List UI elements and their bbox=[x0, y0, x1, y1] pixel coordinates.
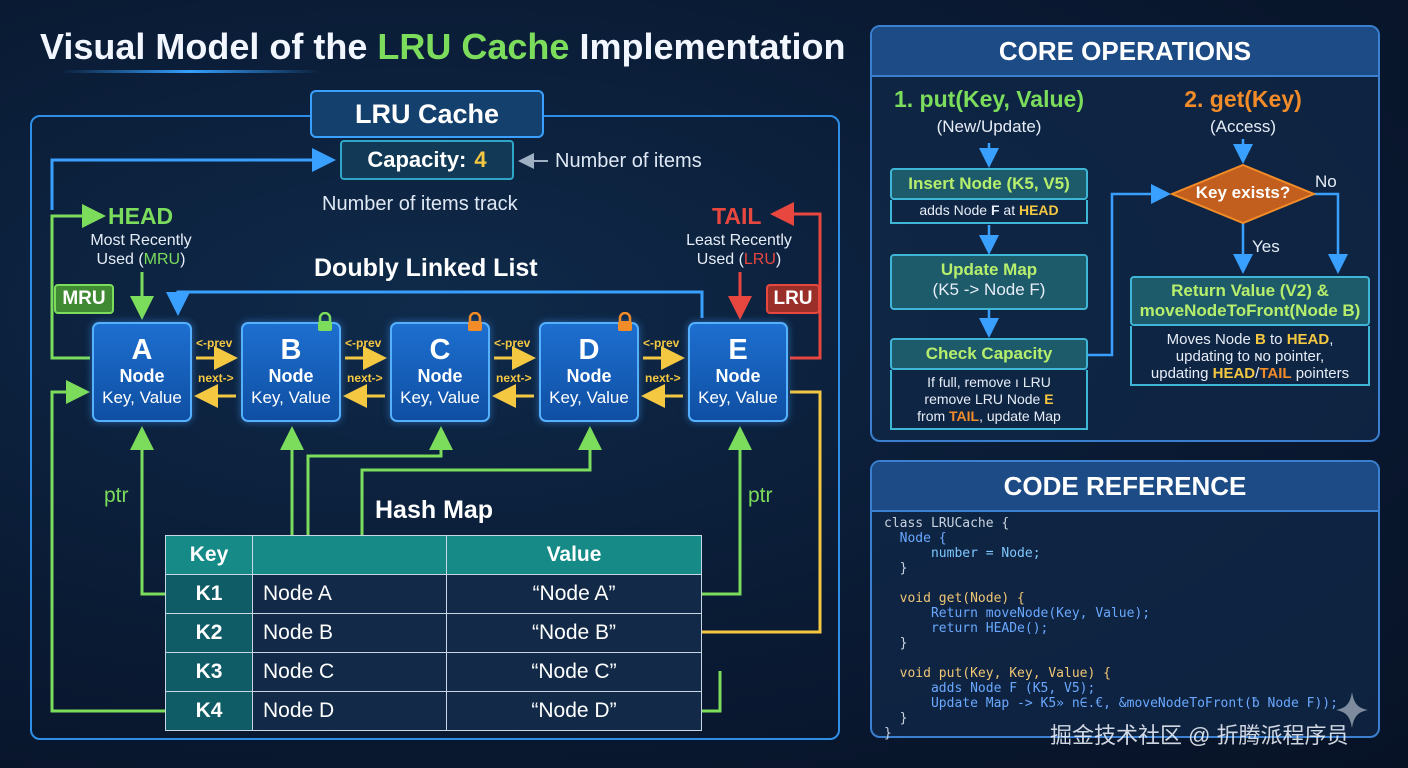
column-header bbox=[252, 535, 447, 575]
lock-icon bbox=[468, 312, 482, 331]
code-reference-panel: CODE REFERENCE bbox=[870, 460, 1380, 738]
lock-icon bbox=[618, 312, 632, 331]
get-subtitle: (Access) bbox=[1209, 117, 1277, 136]
hashmap-title: Hash Map bbox=[375, 496, 494, 524]
node-cell: Node C bbox=[252, 652, 447, 692]
ptr-label-left: ptr bbox=[104, 484, 129, 507]
code-line: Update Map -> K5» n∈.€, &moveNodeToFront… bbox=[884, 696, 1338, 711]
title-underline bbox=[60, 70, 320, 73]
code-line: return HEADe(); bbox=[884, 621, 1049, 636]
prev-label: <-prev bbox=[196, 336, 233, 350]
next-label: next-> bbox=[496, 371, 532, 385]
decision-no: No bbox=[1315, 172, 1337, 191]
next-label: next-> bbox=[198, 371, 234, 385]
code-line: } bbox=[884, 726, 892, 741]
code-line: adds Node F (K5, V5); bbox=[884, 681, 1096, 696]
capacity-note: Number of items bbox=[555, 150, 702, 172]
decision-diamond bbox=[1169, 163, 1317, 225]
node-cell: Node D bbox=[252, 691, 447, 731]
code-line: Node { bbox=[884, 531, 947, 546]
track-note: Number of items track bbox=[322, 193, 518, 215]
put-title: 1. put(Key, Value) bbox=[893, 86, 1084, 112]
code-line: number = Node; bbox=[884, 546, 1041, 561]
key-cell: K3 bbox=[165, 652, 253, 692]
code-line: void put(Key, Key, Value) { bbox=[884, 666, 1111, 681]
value-cell: “Node A” bbox=[446, 574, 702, 614]
code-line: } bbox=[884, 561, 908, 576]
dll-title: Doubly Linked List bbox=[314, 254, 538, 282]
return-value-desc: Moves Node B to HEAD, updating to ɴo poi… bbox=[1130, 326, 1370, 386]
table-header-row: Key Value bbox=[165, 535, 702, 575]
head-desc: Most Recently Used (MRU) bbox=[90, 232, 192, 268]
capacity-arrow bbox=[50, 148, 336, 210]
column-header: Value bbox=[446, 535, 702, 575]
page-title: Visual Model of the LRU Cache Implementa… bbox=[40, 26, 846, 67]
insert-node-desc: adds Node F at HEAD bbox=[890, 200, 1088, 224]
tail-to-head-arrow bbox=[166, 290, 704, 318]
check-capacity-desc: If full, remove ı LRU remove LRU Node E … bbox=[890, 370, 1088, 430]
node-cell: Node A bbox=[252, 574, 447, 614]
lock-icon bbox=[318, 312, 332, 331]
tail-desc: Least Recently Used (LRU) bbox=[686, 232, 792, 268]
code-reference-title: CODE REFERENCE bbox=[872, 462, 1378, 512]
get-title: 2. get(Key) bbox=[1184, 86, 1302, 112]
key-cell: K2 bbox=[165, 613, 253, 653]
next-label: next-> bbox=[347, 371, 383, 385]
code-line: Return moveNode(Key, Value); bbox=[884, 606, 1151, 621]
prev-label: <-prev bbox=[643, 336, 680, 350]
put-subtitle: (New/Update) bbox=[936, 117, 1042, 136]
core-operations-title: CORE OPERATIONS bbox=[872, 27, 1378, 77]
prev-label: <-prev bbox=[345, 336, 382, 350]
tail-to-k2-line bbox=[650, 390, 822, 634]
code-line: } bbox=[884, 711, 908, 726]
code-block: class LRUCache { Node { number = Node; }… bbox=[884, 516, 1338, 741]
lru-tag: LRU bbox=[766, 284, 820, 314]
value-cell: “Node B” bbox=[446, 613, 702, 653]
update-map-box: Update Map (K5 -> Node F) bbox=[890, 254, 1088, 310]
key-cell: K4 bbox=[165, 691, 253, 731]
flow-arrows bbox=[979, 139, 1348, 357]
mru-tag: MRU bbox=[54, 284, 114, 314]
code-line bbox=[884, 576, 1338, 591]
decision-label: Key exists? bbox=[1195, 183, 1291, 202]
return-value-box: Return Value (V2) & moveNodeToFront(Node… bbox=[1130, 276, 1370, 326]
capacity-box: Capacity:4 bbox=[340, 140, 514, 180]
table-row: K3 Node C “Node C” bbox=[165, 652, 702, 692]
hashmap-table: Key Value K1 Node A “Node A” K2 Node B “… bbox=[165, 535, 702, 731]
next-label: next-> bbox=[645, 371, 681, 385]
head-label: HEAD bbox=[108, 203, 174, 229]
column-header: Key bbox=[165, 535, 253, 575]
table-row: K2 Node B “Node B” bbox=[165, 613, 702, 653]
sparkle-icon bbox=[1336, 692, 1368, 728]
watermark: 掘金技术社区 @ 折腾派程序员 bbox=[1050, 723, 1349, 748]
value-cell: “Node D” bbox=[446, 691, 702, 731]
insert-node-box: Insert Node (K5, V5) bbox=[890, 168, 1088, 200]
code-line: class LRUCache { bbox=[884, 516, 1010, 531]
prev-label: <-prev bbox=[494, 336, 531, 350]
key-cell: K1 bbox=[165, 574, 253, 614]
code-line: } bbox=[884, 636, 908, 651]
tail-loop-arrow bbox=[770, 202, 822, 360]
code-line bbox=[884, 651, 1338, 666]
code-line: void get(Node) { bbox=[884, 591, 1025, 606]
decision-yes: Yes bbox=[1252, 237, 1280, 256]
value-cell: “Node C” bbox=[446, 652, 702, 692]
ptr-label-right: ptr bbox=[748, 484, 773, 507]
tail-label: TAIL bbox=[712, 203, 762, 229]
node-cell: Node B bbox=[252, 613, 447, 653]
table-row: K4 Node D “Node D” bbox=[165, 691, 702, 731]
check-capacity-box: Check Capacity bbox=[890, 338, 1088, 370]
lru-cache-box: LRU Cache bbox=[310, 90, 544, 138]
table-row: K1 Node A “Node A” bbox=[165, 574, 702, 614]
head-loop-arrow bbox=[50, 204, 106, 360]
